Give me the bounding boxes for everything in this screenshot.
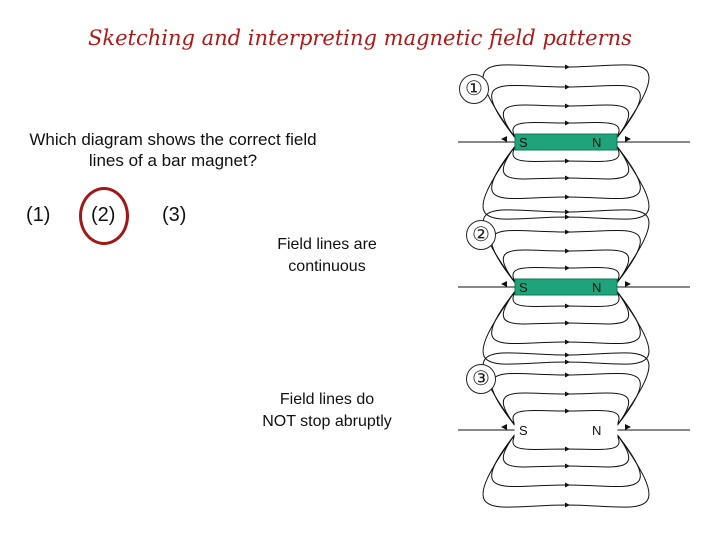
question-text: Which diagram shows the correct field li… xyxy=(29,130,317,170)
pole-arrow xyxy=(625,424,631,430)
option-3[interactable]: (3) xyxy=(162,204,187,226)
field-line xyxy=(482,64,650,140)
note-not-stop: Field lines do NOT stop abruptly xyxy=(262,391,392,430)
field-arrow xyxy=(565,265,570,271)
pole-arrow xyxy=(501,281,507,287)
field-arrow xyxy=(565,352,570,358)
field-arrow xyxy=(565,103,570,109)
field-arrow xyxy=(565,339,570,345)
field-arrow xyxy=(565,248,570,254)
slide-title: Sketching and interpreting magnetic fiel… xyxy=(88,26,632,50)
field-arrow xyxy=(565,359,570,365)
field-arrow xyxy=(565,209,570,215)
field-arrow xyxy=(565,463,570,469)
north-pole-label: N xyxy=(592,135,601,150)
field-arrow xyxy=(565,175,570,181)
field-arrow xyxy=(565,120,570,126)
diagram-number-2: ② xyxy=(466,220,496,250)
diagram-number-1: ① xyxy=(459,74,489,104)
field-line xyxy=(482,209,650,285)
diagram-number-3: ③ xyxy=(466,364,496,394)
north-pole-label: N xyxy=(592,280,601,295)
field-arrow xyxy=(565,84,570,90)
field-arrow xyxy=(565,482,570,488)
field-arrow xyxy=(565,391,570,397)
field-line xyxy=(491,229,641,285)
pole-arrow xyxy=(501,136,507,142)
field-arrow xyxy=(565,64,570,70)
bar-magnet xyxy=(514,133,618,151)
south-pole-label: S xyxy=(519,280,528,295)
field-arrow xyxy=(565,408,570,414)
field-arrow xyxy=(565,303,570,309)
field-line xyxy=(482,144,650,220)
field-line xyxy=(482,432,650,508)
field-arrow xyxy=(565,158,570,164)
south-pole-label: S xyxy=(519,135,528,150)
field-arrow xyxy=(565,320,570,326)
field-line xyxy=(491,289,641,345)
field-arrow xyxy=(565,214,570,220)
field-line xyxy=(491,432,641,488)
option-1[interactable]: (1) xyxy=(26,204,51,226)
pole-arrow xyxy=(625,136,631,142)
field-line xyxy=(491,84,641,140)
field-line xyxy=(491,372,641,428)
field-arrow xyxy=(565,372,570,378)
pole-arrow xyxy=(625,281,631,287)
north-pole-label: N xyxy=(592,423,601,438)
field-arrow xyxy=(565,229,570,235)
bar-magnet xyxy=(514,421,618,439)
south-pole-label: S xyxy=(519,423,528,438)
bar-magnet xyxy=(514,278,618,296)
pole-arrow xyxy=(501,424,507,430)
field-line xyxy=(491,144,641,200)
answer-highlight-circle xyxy=(79,187,129,245)
field-arrow xyxy=(565,194,570,200)
note-continuous: Field lines are continuous xyxy=(277,236,377,275)
field-arrow xyxy=(565,446,570,452)
field-arrow xyxy=(565,502,570,508)
